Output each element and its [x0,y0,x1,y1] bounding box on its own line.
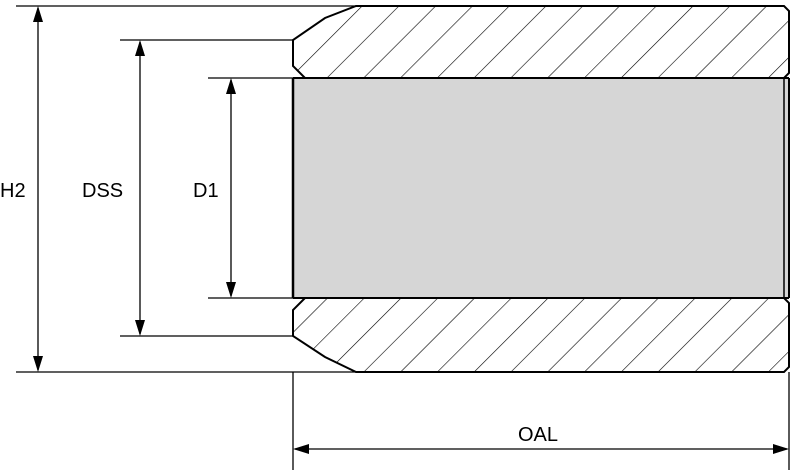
dimension-dss: DSS [82,40,145,336]
arrowhead-icon [226,282,236,298]
h2-label: H2 [0,180,26,202]
d1-label: D1 [193,180,219,202]
dimension-oal: OAL [293,424,789,454]
bore-region [293,78,789,298]
arrowhead-icon [293,444,309,454]
arrowhead-icon [226,78,236,94]
arrowhead-icon [135,320,145,336]
lower-wall-section [292,297,790,373]
arrowhead-icon [135,40,145,56]
oal-label: OAL [518,424,558,446]
lower-hatch [292,297,790,373]
dss-label: DSS [82,180,123,202]
arrowhead-icon [773,444,789,454]
arrowhead-icon [33,6,43,22]
dimension-d1: D1 [192,78,236,298]
arrowhead-icon [33,356,43,372]
upper-hatch [292,5,790,79]
extension-lines [16,5,790,470]
upper-wall-section [292,5,790,79]
dimension-h2: H2 [0,6,43,372]
